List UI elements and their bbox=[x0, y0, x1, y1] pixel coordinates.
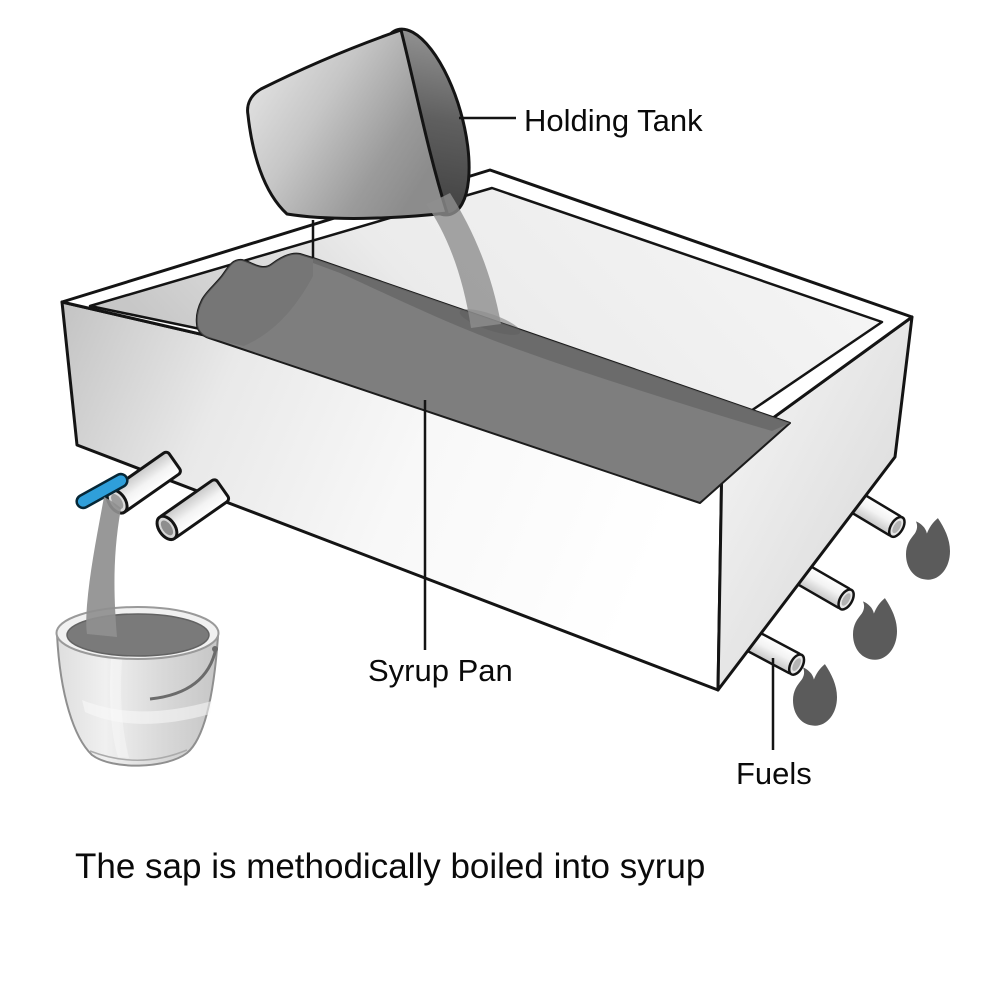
flame-icon bbox=[853, 598, 897, 660]
spigot-stream bbox=[86, 497, 121, 637]
syrup-pan-label: Syrup Pan bbox=[368, 653, 513, 688]
fuels-label: Fuels bbox=[736, 756, 812, 791]
holding-tank-illustration bbox=[246, 27, 471, 220]
drain-spigot-rear bbox=[155, 478, 231, 542]
bucket-stripe-highlight bbox=[110, 645, 129, 758]
bucket-handle-pin bbox=[212, 646, 218, 652]
bucket-bottom-line bbox=[89, 749, 188, 761]
flames bbox=[793, 518, 950, 726]
holding-tank-label: Holding Tank bbox=[524, 103, 703, 138]
caption-text: The sap is methodically boiled into syru… bbox=[75, 847, 705, 886]
flame-icon bbox=[906, 518, 950, 580]
flame-icon bbox=[793, 664, 837, 726]
tank-stream bbox=[426, 193, 501, 328]
collection-bucket bbox=[55, 606, 220, 767]
pan-liquid-wave bbox=[196, 253, 313, 346]
bucket-band bbox=[82, 700, 212, 724]
syrup-pan-illustration bbox=[60, 168, 914, 692]
tank-body bbox=[246, 28, 449, 220]
bucket-handle bbox=[149, 647, 218, 701]
pan-liquid-streak bbox=[313, 258, 790, 431]
spigot-valve-handle bbox=[75, 472, 129, 510]
